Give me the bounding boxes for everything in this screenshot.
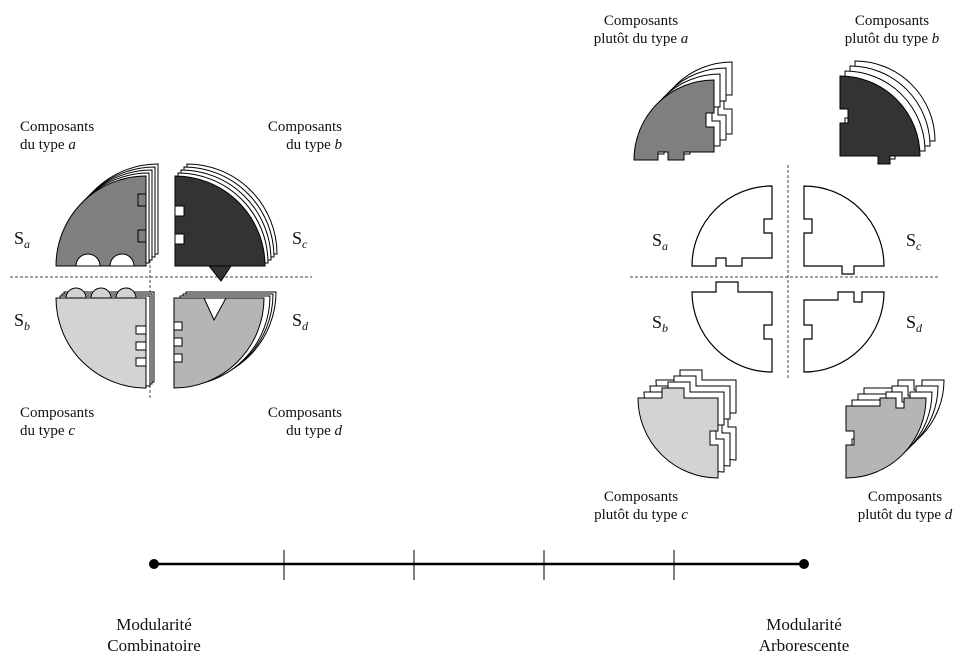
left-piece-stack-a	[55, 163, 159, 267]
left-sector-d: Sd	[292, 310, 309, 333]
left-sector-c: Sc	[292, 228, 308, 251]
right-piece-stack-c	[637, 369, 737, 479]
right-axes	[630, 165, 938, 378]
right-label-type-d: Composants plutôt du type d	[857, 489, 953, 523]
right-label-type-b: Composants plutôt du type b	[844, 13, 940, 47]
right-sector-a: Sa	[652, 230, 669, 253]
left-piece-stack-d	[173, 291, 277, 389]
scale-label-arborescent: Modularité Arborescente	[758, 615, 850, 655]
left-sector-a: Sa	[14, 228, 31, 251]
right-sector-c: Sc	[906, 230, 922, 253]
central-piece-d	[803, 291, 885, 373]
left-piece-stack-c	[55, 287, 155, 389]
right-central-pieces	[691, 185, 885, 373]
central-piece-a	[691, 185, 773, 267]
left-label-type-b: Composants du type b	[267, 119, 342, 153]
left-sector-b: Sb	[14, 310, 31, 333]
right-sector-d: Sd	[906, 312, 923, 335]
right-piece-stack-d	[845, 379, 945, 479]
left-axes	[10, 165, 312, 398]
right-sector-b: Sb	[652, 312, 669, 335]
scale-label-combinatorial: Modularité Combinatoire	[107, 615, 201, 655]
right-piece-stack-a	[633, 61, 733, 161]
scale-left-endpoint	[149, 559, 159, 569]
left-label-type-a: Composants du type a	[20, 119, 95, 153]
modularity-scale	[149, 550, 809, 580]
right-label-type-a: Composants plutôt du type a	[593, 13, 689, 47]
left-label-type-c: Composants du type c	[20, 405, 95, 439]
right-piece-stack-b	[839, 60, 936, 165]
central-piece-c	[803, 185, 885, 275]
left-piece-stack-b	[174, 163, 278, 282]
right-label-type-c: Composants plutôt du type c	[594, 489, 688, 523]
central-piece-b	[691, 281, 773, 373]
scale-right-endpoint	[799, 559, 809, 569]
left-label-type-d: Composants du type d	[267, 405, 342, 439]
